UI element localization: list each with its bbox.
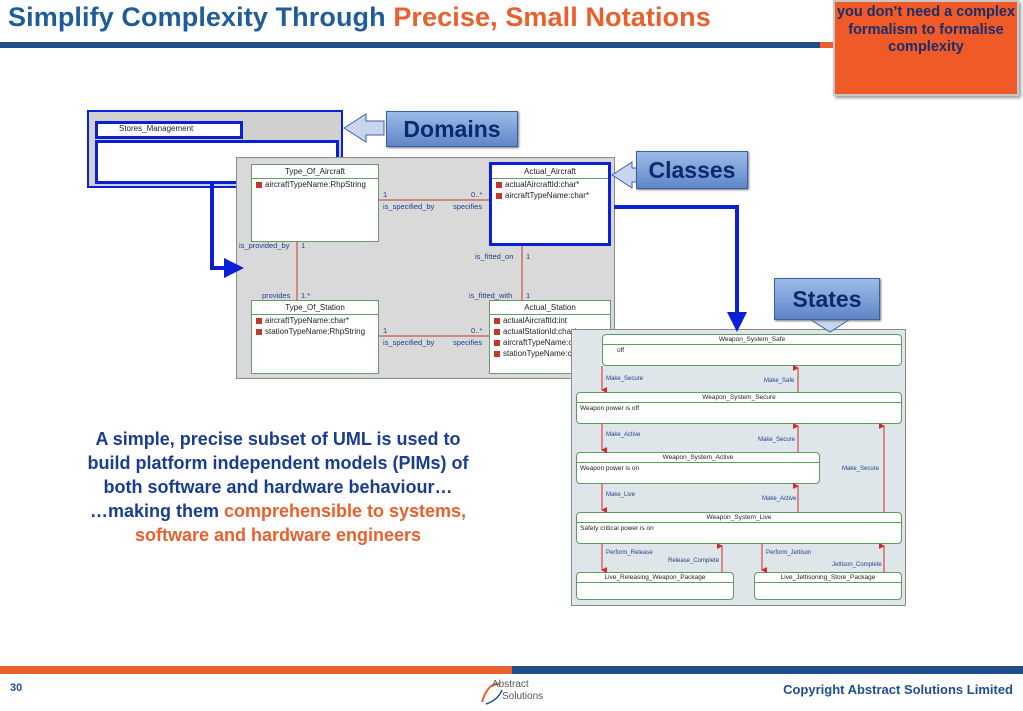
title-underline-blue [0,42,820,48]
transition-label: Make_Active [606,432,641,438]
multiplicity-label: 1 [383,190,388,199]
state-live-releasing-weapon-package: Live_Releasing_Weapon_Package [576,572,734,600]
class-attribute: stationTypeName:char* [490,348,610,359]
multiplicity-label: 1 [383,326,388,335]
class-type-of-station: Type_Of_Station aircraftTypeName:char* s… [251,300,379,374]
class-attribute: actualStationId:char* [490,326,610,337]
attribute-icon [494,317,500,324]
domain-box-stores-management [95,121,243,139]
class-name: Actual_Station [490,301,610,315]
class-name: Actual_Aircraft [492,165,608,179]
association-label: is_fitted_with [469,291,513,300]
class-attribute: aircraftTypeName:char* [252,315,378,326]
transition-label: Perform_Release [606,550,653,556]
transition-label: Make_Secure [606,376,644,382]
state-weapon-system-live: Weapon_System_Live Safety critical power… [576,512,902,544]
association-label: is_fitted_on [475,252,514,261]
multiplicity-label: 1 [526,291,531,300]
page-title: Simplify Complexity Through Precise, Sma… [8,2,711,33]
state-transitions [601,365,885,573]
state-weapon-system-active: Weapon_System_Active Weapon power is on [576,452,820,484]
class-attribute: aircraftTypeName:char* [490,337,610,348]
class-name: Type_Of_Station [252,301,378,315]
tag-states: States [774,278,880,320]
class-diagram: Type_Of_Aircraft aircraftTypeName:RhpStr… [236,157,615,379]
attribute-icon [494,328,500,335]
attribute-icon [256,181,262,188]
class-attribute: stationTypeName:RhpString [252,326,378,337]
footer-bar-blue [512,666,1023,674]
tag-domains: Domains [386,111,518,147]
domain-label: Stores_Management [119,124,194,133]
attribute-icon [494,339,500,346]
class-attribute: aircraftTypeName:char* [492,190,608,201]
transition-label: Perform_Jettison [766,550,812,556]
body-line: build platform independent models (PIMs)… [87,453,469,473]
association-label: provides [262,291,291,300]
state-weapon-system-secure: Weapon_System_Secure Weapon power is off [576,392,902,424]
body-line: A simple, precise subset of UML is used … [95,429,461,449]
logo-line-1: Abstract [492,679,529,690]
attribute-icon [256,328,262,335]
class-attribute: actualAircraftId:int [490,315,610,326]
class-associations [296,199,523,337]
transition-label: Jettison_Complete [832,562,882,568]
body-text: A simple, precise subset of UML is used … [18,427,538,547]
association-label: is_specified_by [383,338,435,347]
transition-label: Make_Active [762,496,797,502]
transition-label: Make_Secure [842,466,880,472]
class-type-of-aircraft: Type_Of_Aircraft aircraftTypeName:RhpStr… [251,164,379,242]
copyright-text: Copyright Abstract Solutions Limited [783,682,1013,697]
transition-label: Make_Secure [758,437,796,443]
title-part-2: Precise, Small Notations [393,2,711,32]
association-label: specifies [453,338,483,347]
title-underline-orange [820,42,834,48]
callout-box: you don’t need a complex formalism to fo… [833,0,1019,96]
state-diagram: Weapon_System_Safe off Weapon_System_Sec… [571,329,906,606]
body-line: …making them comprehensible to systems, [89,501,467,521]
body-line: software and hardware engineers [134,525,422,545]
association-label: specifies [453,202,483,211]
association-label: is_specified_by [383,202,435,211]
multiplicity-label: 1 [526,252,531,261]
multiplicity-label: 1 [301,241,306,250]
multiplicity-label: 0..* [471,326,483,335]
multiplicity-label: 0..* [471,190,483,199]
class-attribute: aircraftTypeName:RhpString [252,179,378,190]
footer-bar-orange [0,666,512,674]
transition-label: Make_Live [606,492,636,498]
attribute-icon [496,181,502,188]
class-actual-aircraft: Actual_Aircraft actualAircraftId:char* a… [489,162,611,246]
callout-text: you don’t need a complex formalism to fo… [836,4,1016,55]
body-line: both software and hardware behaviour… [103,477,453,497]
state-weapon-system-safe: Weapon_System_Safe off [602,334,902,366]
class-name: Type_Of_Aircraft [252,165,378,179]
attribute-icon [496,192,502,199]
abstract-solutions-logo: Abstract Solutions [478,678,558,706]
transition-label: Release_Complete [668,558,720,564]
attribute-icon [256,317,262,324]
class-attribute: actualAircraftId:char* [492,179,608,190]
association-label: is_provided_by [239,241,290,250]
title-part-1: Simplify Complexity Through [8,2,394,32]
tag-classes: Classes [636,151,748,189]
transition-label: Make_Safe [764,378,795,384]
logo-mark-icon [481,682,503,705]
multiplicity-label: 1.* [301,291,311,300]
attribute-icon [494,350,500,357]
state-live-jettisoning-store-package: Live_Jettisoning_Store_Package [754,572,902,600]
page-number: 30 [10,682,23,694]
logo-line-2: Solutions [502,691,544,702]
